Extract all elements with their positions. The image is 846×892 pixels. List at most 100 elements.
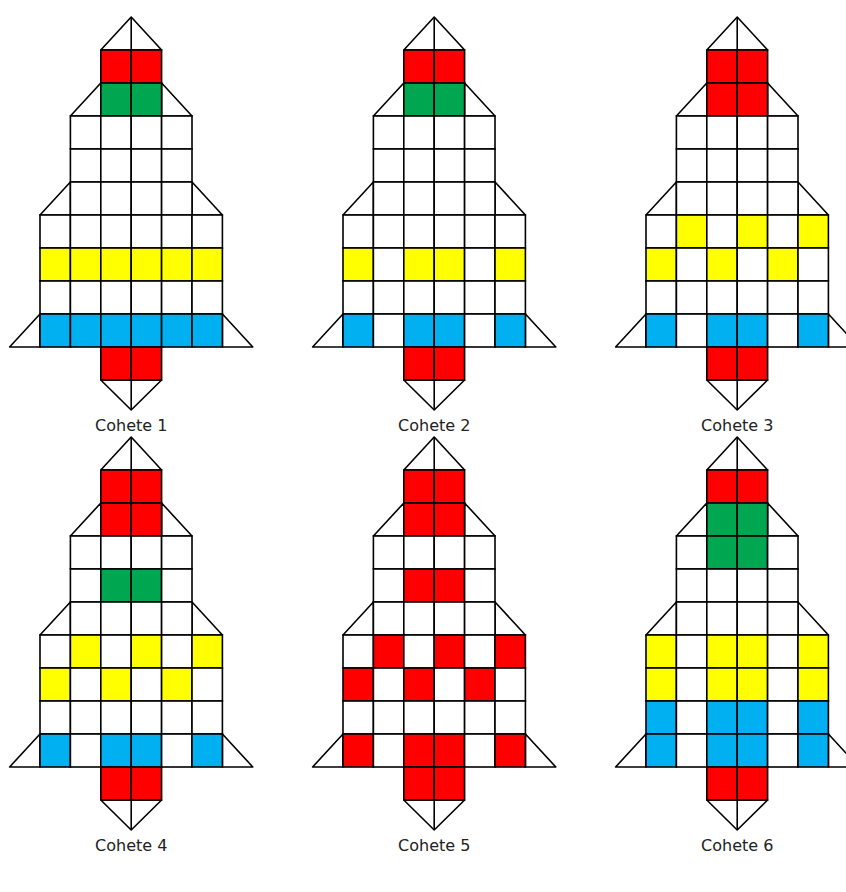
rocket-outline-triangle	[676, 503, 706, 536]
grid-cell	[70, 149, 100, 182]
grid-cell	[192, 314, 222, 347]
grid-cell	[162, 116, 192, 149]
rocket-caption: Cohete 6	[699, 836, 775, 856]
grid-cell	[131, 635, 161, 668]
rocket-outline-triangle	[676, 83, 706, 116]
grid-cell	[131, 602, 161, 635]
rocket-outline-triangle	[768, 83, 798, 116]
rocket-outline-triangle	[70, 83, 100, 116]
grid-cell	[131, 536, 161, 569]
rocket	[313, 17, 556, 410]
rocket-outline-triangle	[707, 800, 768, 830]
tail-line	[736, 800, 738, 830]
rocket	[616, 437, 846, 830]
grid-cell	[737, 701, 767, 734]
grid-cell	[465, 536, 495, 569]
grid-cell	[434, 734, 464, 767]
grid-cell	[465, 116, 495, 149]
grid-cell	[768, 734, 798, 767]
grid-cell	[676, 248, 706, 281]
grid-cell	[404, 701, 434, 734]
grid-cell	[40, 248, 70, 281]
rocket-outline-triangle	[404, 800, 465, 830]
grid-cell	[162, 182, 192, 215]
rocket-caption: Cohete 2	[396, 416, 472, 436]
grid-cell	[798, 734, 828, 767]
grid-cell	[707, 635, 737, 668]
grid-cell	[131, 149, 161, 182]
grid-cell	[404, 470, 434, 503]
grid-cell	[131, 314, 161, 347]
grid-cell	[404, 635, 434, 668]
grid-cell	[434, 116, 464, 149]
grid-cell	[495, 635, 525, 668]
grid-cell	[495, 734, 525, 767]
grid-cell	[343, 248, 373, 281]
grid-cell	[707, 248, 737, 281]
grid-cell	[40, 635, 70, 668]
grid-cell	[495, 248, 525, 281]
grid-cell	[162, 248, 192, 281]
grid-cell	[495, 701, 525, 734]
rocket-outline-triangle	[404, 380, 465, 410]
grid-cell	[404, 182, 434, 215]
grid-cell	[798, 635, 828, 668]
grid-cell	[768, 182, 798, 215]
grid-cell	[70, 668, 100, 701]
tail-line	[736, 380, 738, 410]
rocket	[313, 437, 556, 830]
grid-cell	[434, 149, 464, 182]
rocket-outline-triangle	[768, 503, 798, 536]
grid-cell	[737, 536, 767, 569]
grid-cell	[131, 248, 161, 281]
grid-cell	[495, 281, 525, 314]
grid-cell	[798, 248, 828, 281]
rocket-outline-triangle	[798, 182, 828, 215]
grid-cell	[465, 149, 495, 182]
grid-cell	[373, 668, 403, 701]
grid-cell	[737, 470, 767, 503]
grid-cell	[343, 635, 373, 668]
grid-cell	[646, 635, 676, 668]
grid-cell	[768, 635, 798, 668]
grid-cell	[707, 149, 737, 182]
grid-cell	[434, 314, 464, 347]
grid-cell	[162, 602, 192, 635]
grid-cell	[40, 314, 70, 347]
grid-cell	[768, 536, 798, 569]
grid-cell	[495, 314, 525, 347]
nose-line	[433, 17, 435, 50]
grid-cell	[768, 149, 798, 182]
rocket-outline-triangle	[101, 380, 162, 410]
grid-cell	[192, 248, 222, 281]
grid-cell	[798, 668, 828, 701]
rocket-outline-triangle	[616, 734, 646, 767]
rocket-outline-triangle	[373, 83, 403, 116]
grid-cell	[707, 314, 737, 347]
grid-cell	[131, 734, 161, 767]
grid-cell	[737, 503, 767, 536]
grid-cell	[737, 602, 767, 635]
grid-cell	[101, 50, 131, 83]
grid-cell	[707, 215, 737, 248]
grid-cell	[192, 701, 222, 734]
grid-cell	[343, 314, 373, 347]
rocket-outline-triangle	[222, 314, 252, 347]
grid-cell	[373, 635, 403, 668]
grid-cell	[737, 635, 767, 668]
grid-cell	[162, 149, 192, 182]
grid-cell	[101, 347, 131, 380]
grid-cell	[465, 602, 495, 635]
grid-cell	[162, 215, 192, 248]
rocket-outline-triangle	[70, 503, 100, 536]
nose-line	[130, 437, 132, 470]
grid-cell	[707, 470, 737, 503]
grid-cell	[192, 215, 222, 248]
rocket-outline-triangle	[707, 17, 768, 50]
grid-cell	[768, 116, 798, 149]
rocket-outline-triangle	[373, 503, 403, 536]
grid-cell	[768, 314, 798, 347]
grid-cell	[70, 248, 100, 281]
grid-cell	[707, 347, 737, 380]
grid-cell	[192, 734, 222, 767]
